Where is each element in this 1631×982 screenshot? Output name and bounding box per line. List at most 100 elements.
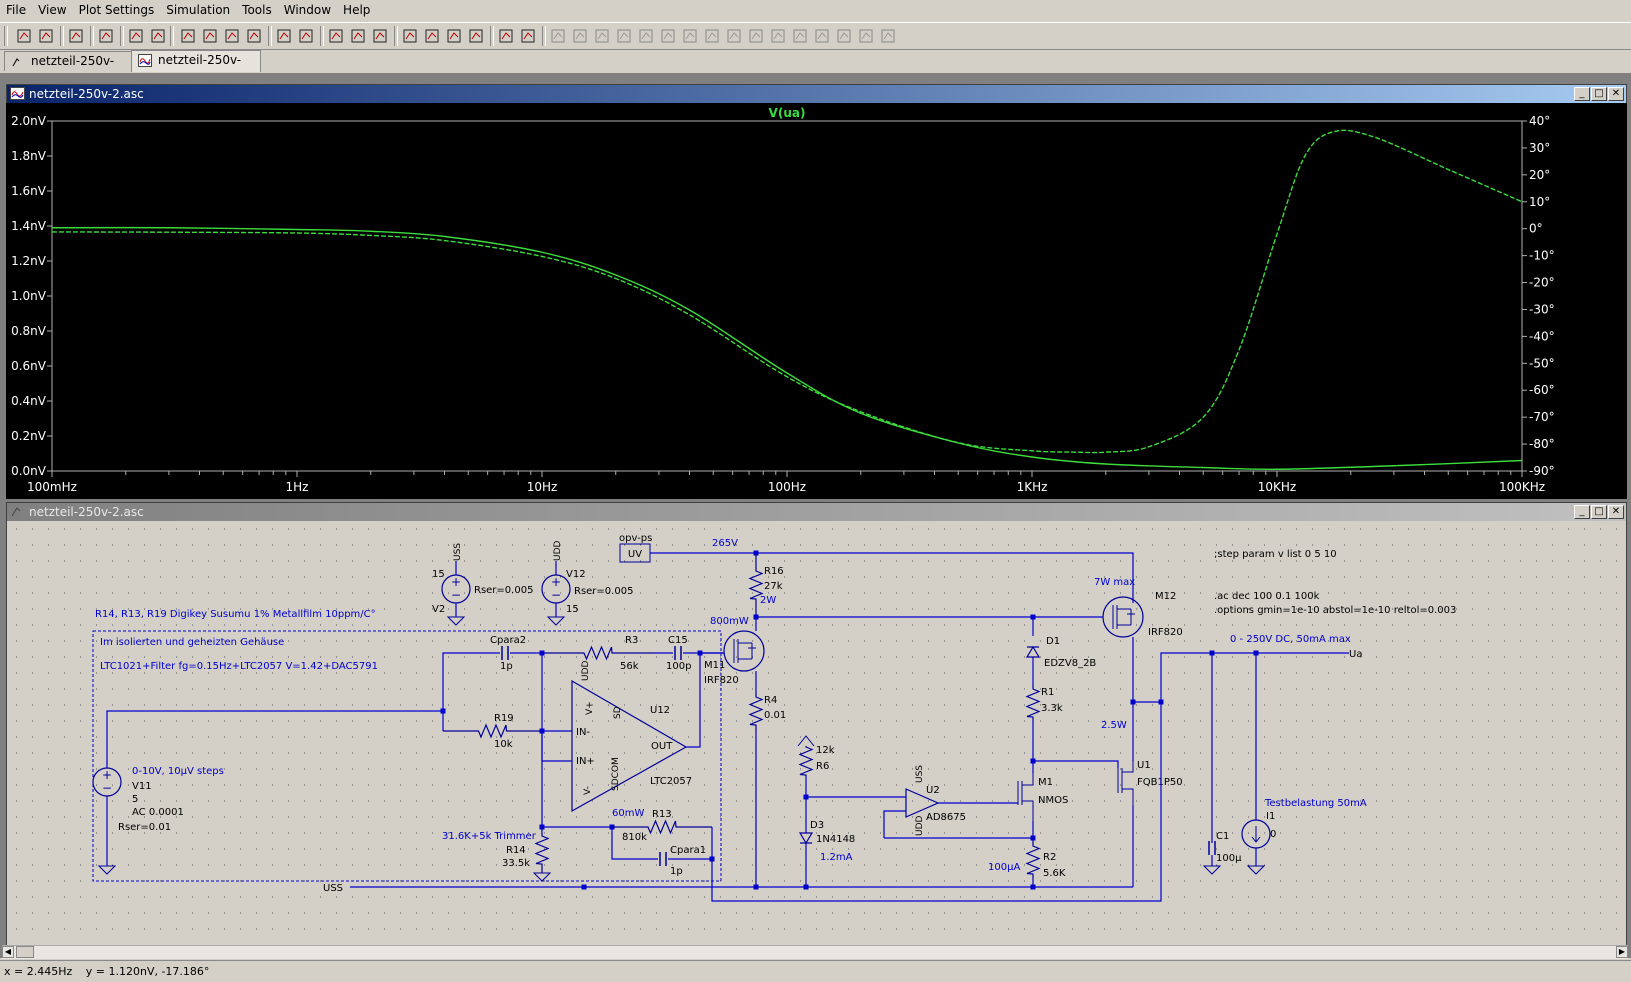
spice-directive-icon[interactable] bbox=[878, 26, 898, 46]
zoom-area-icon[interactable] bbox=[178, 26, 198, 46]
capacitor-icon[interactable] bbox=[636, 26, 656, 46]
v11-name: V11 bbox=[132, 781, 152, 792]
d3-value: 1N4148 bbox=[816, 834, 855, 845]
status-x: x = 2.445Hz bbox=[4, 965, 73, 978]
autorange-v-icon[interactable] bbox=[296, 26, 316, 46]
schematic-window-title: netzteil-250v-2.asc bbox=[29, 505, 144, 519]
scroll-thumb[interactable] bbox=[16, 946, 34, 958]
v11-source-minus: − bbox=[102, 781, 112, 795]
note-resistors: R14, R13, R19 Digikey Susumu 1% Metallfi… bbox=[95, 609, 376, 620]
zoom-out-icon[interactable] bbox=[222, 26, 242, 46]
scroll-right-icon[interactable]: ▶ bbox=[1616, 946, 1628, 958]
new-schematic-icon[interactable] bbox=[14, 26, 34, 46]
tab-schematic[interactable]: netzteil-250v-2.asc bbox=[4, 51, 135, 87]
y-tick-label: 1.0nV bbox=[11, 289, 47, 303]
copy-icon[interactable] bbox=[422, 26, 442, 46]
r13-value: 810k bbox=[622, 832, 647, 843]
component-icon[interactable] bbox=[702, 26, 722, 46]
u12-pin-vp: V+ bbox=[585, 701, 595, 715]
zoom-cancel-icon[interactable] bbox=[244, 26, 264, 46]
run-icon[interactable] bbox=[126, 26, 146, 46]
move-icon[interactable] bbox=[724, 26, 744, 46]
rotate-icon[interactable] bbox=[812, 26, 832, 46]
y2-tick-label: 40° bbox=[1529, 114, 1550, 128]
label-1-2ma: 1.2mA bbox=[820, 852, 853, 863]
open-icon[interactable] bbox=[36, 26, 56, 46]
label-2w: 2W bbox=[760, 595, 776, 606]
net-opv-ps: opv-ps bbox=[619, 533, 652, 544]
label-trimmer: 31.6K+5k Trimmer bbox=[442, 831, 537, 842]
label-800mw: 800mW bbox=[710, 616, 749, 627]
tile-horizontal-icon[interactable] bbox=[326, 26, 346, 46]
u1-value: FQB1P50 bbox=[1137, 777, 1183, 788]
status-y: y = 1.120nV, -17.186° bbox=[85, 965, 210, 978]
r14-value: 33.5k bbox=[502, 858, 530, 869]
net-uss-bottom: USS bbox=[323, 883, 343, 894]
zoom-in-icon[interactable] bbox=[200, 26, 220, 46]
redo-icon[interactable] bbox=[790, 26, 810, 46]
cascade-icon[interactable] bbox=[370, 26, 390, 46]
y2-tick-label: 30° bbox=[1529, 141, 1550, 155]
r6-value: 12k bbox=[816, 745, 835, 756]
find-icon[interactable] bbox=[466, 26, 486, 46]
waveform-window-icon bbox=[10, 87, 25, 100]
i1-arrow bbox=[1251, 826, 1261, 843]
diode-icon[interactable] bbox=[680, 26, 700, 46]
y2-tick-label: -10° bbox=[1529, 249, 1555, 263]
u12-pin-inm: IN- bbox=[576, 727, 590, 738]
menu-simulation[interactable]: Simulation bbox=[166, 3, 231, 17]
menu-tools[interactable]: Tools bbox=[242, 3, 272, 17]
r1-value: 3.3k bbox=[1041, 703, 1063, 714]
print-icon[interactable] bbox=[518, 26, 538, 46]
minimize-button[interactable]: _ bbox=[1574, 87, 1590, 101]
r14-ground bbox=[532, 872, 552, 882]
plot-window-titlebar[interactable]: netzteil-250v-2.asc _ □ ✕ bbox=[7, 85, 1626, 103]
save-icon[interactable] bbox=[66, 26, 86, 46]
cut-icon[interactable] bbox=[400, 26, 420, 46]
label-265v: 265V bbox=[712, 538, 738, 549]
close-button[interactable]: ✕ bbox=[1608, 87, 1624, 101]
ground-icon[interactable] bbox=[570, 26, 590, 46]
label-output-range: 0 - 250V DC, 50mA max bbox=[1230, 634, 1351, 645]
scroll-left-icon[interactable]: ◀ bbox=[2, 946, 14, 958]
paste-icon[interactable] bbox=[444, 26, 464, 46]
c15-value: 100p bbox=[666, 661, 691, 672]
inductor-icon[interactable] bbox=[658, 26, 678, 46]
undo-icon[interactable] bbox=[768, 26, 788, 46]
schem-minimize-button[interactable]: _ bbox=[1574, 505, 1590, 519]
wire-u1-gate bbox=[1033, 760, 1119, 768]
print-setup-icon[interactable] bbox=[496, 26, 516, 46]
drag-icon[interactable] bbox=[746, 26, 766, 46]
menu-plot-settings[interactable]: Plot Settings bbox=[78, 3, 155, 17]
wire-icon[interactable] bbox=[548, 26, 568, 46]
mirror-icon[interactable] bbox=[834, 26, 854, 46]
autorange-icon[interactable] bbox=[274, 26, 294, 46]
resistor-icon[interactable] bbox=[614, 26, 634, 46]
text-icon[interactable] bbox=[856, 26, 876, 46]
schematic-window-titlebar[interactable]: netzteil-250v-2.asc _ □ ✕ bbox=[7, 503, 1626, 521]
menu-help[interactable]: Help bbox=[343, 3, 371, 17]
y-tick-label: 2.0nV bbox=[11, 114, 47, 128]
m1-mosfet bbox=[1017, 773, 1034, 821]
ground-symbol bbox=[446, 616, 466, 626]
horizontal-scrollbar[interactable]: ◀ ▶ bbox=[2, 945, 1628, 959]
r1 bbox=[1025, 685, 1041, 721]
v12-name: V12 bbox=[566, 569, 586, 580]
y2-tick-label: 0° bbox=[1529, 222, 1543, 236]
y-tick-label: 1.8nV bbox=[11, 149, 47, 163]
schematic-window-icon bbox=[11, 507, 21, 517]
menu-view[interactable]: View bbox=[38, 3, 67, 17]
maximize-button[interactable]: □ bbox=[1591, 87, 1607, 101]
menu-window[interactable]: Window bbox=[283, 3, 332, 17]
menu-file[interactable]: File bbox=[6, 3, 27, 17]
control-panel-icon[interactable] bbox=[96, 26, 116, 46]
schem-maximize-button[interactable]: □ bbox=[1591, 505, 1607, 519]
schematic-canvas[interactable]: R14, R13, R19 Digikey Susumu 1% Metallfi… bbox=[8, 521, 1625, 945]
schem-close-button[interactable]: ✕ bbox=[1608, 505, 1624, 519]
halt-icon[interactable] bbox=[148, 26, 168, 46]
tile-vertical-icon[interactable] bbox=[348, 26, 368, 46]
y2-tick-label: -80° bbox=[1529, 437, 1555, 451]
tab-waveform[interactable]: netzteil-250v-2.asc bbox=[131, 50, 261, 86]
label-icon[interactable] bbox=[592, 26, 612, 46]
